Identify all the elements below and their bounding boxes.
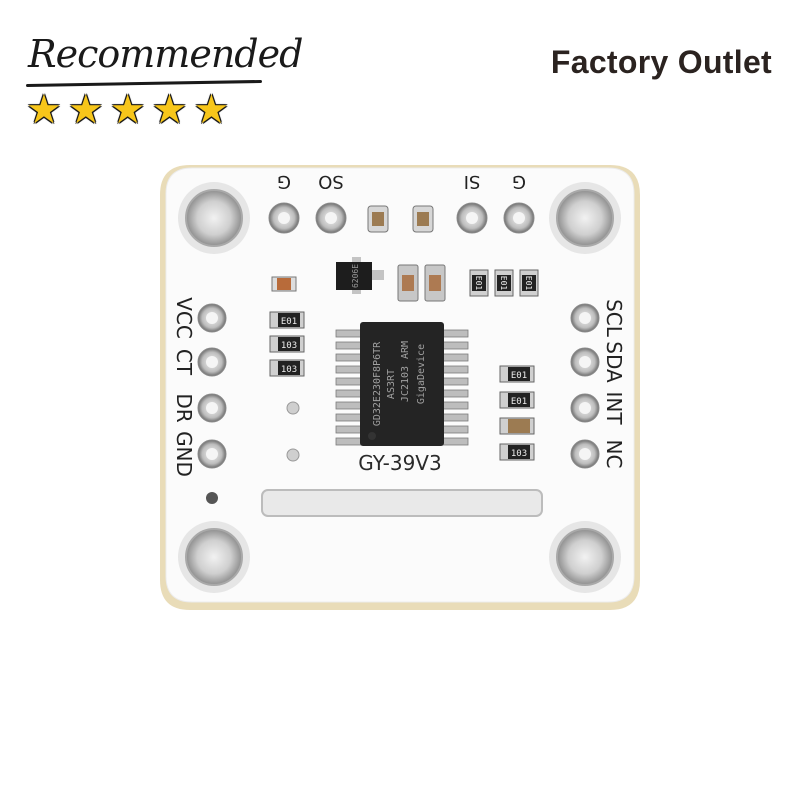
recommended-text: Recommended bbox=[28, 32, 303, 76]
board-model-label: GY-39V3 bbox=[358, 451, 441, 475]
mounting-hole-icon bbox=[178, 521, 250, 593]
pin-label-sda: SDA bbox=[602, 341, 626, 383]
pin-label-g-right: G bbox=[512, 171, 526, 192]
top-pin-pads bbox=[268, 202, 535, 234]
transistor-marking: 6206E bbox=[351, 264, 360, 288]
resistor: E01 bbox=[494, 269, 514, 297]
svg-text:E01: E01 bbox=[499, 276, 508, 291]
pin-label-ct: CT bbox=[172, 349, 196, 376]
svg-text:E01: E01 bbox=[511, 397, 527, 407]
resistor: E01 bbox=[499, 365, 535, 383]
via-holes bbox=[206, 401, 300, 504]
resistor: 103 bbox=[269, 335, 305, 353]
pin-label-nc: NC bbox=[602, 440, 626, 469]
star-icon: ★ bbox=[193, 87, 230, 133]
pin-label-scl: SCL bbox=[602, 299, 626, 338]
resistor: E01 bbox=[519, 269, 539, 297]
pin-label-g-left: G bbox=[277, 171, 291, 192]
chip-marking-brand: GigaDevice bbox=[416, 344, 427, 404]
star-icon: ★ bbox=[67, 87, 104, 133]
star-icon: ★ bbox=[109, 87, 146, 133]
transistor-sot23: 6206E bbox=[336, 257, 384, 294]
pin-label-si: SI bbox=[464, 171, 481, 192]
resistor: 103 bbox=[269, 359, 305, 377]
pin-label-gnd: GND bbox=[172, 431, 196, 477]
svg-text:E01: E01 bbox=[524, 276, 533, 291]
capacitor bbox=[499, 417, 535, 435]
mounting-hole-icon bbox=[549, 182, 621, 254]
chip-marking-1: GD32E230F8P6TR bbox=[372, 341, 383, 426]
svg-text:103: 103 bbox=[511, 449, 527, 459]
metal-strip bbox=[261, 489, 543, 517]
rating-stars: ★ ★ ★ ★ ★ bbox=[26, 90, 229, 130]
svg-text:E01: E01 bbox=[281, 317, 297, 327]
svg-text:103: 103 bbox=[281, 365, 297, 375]
mounting-hole-icon bbox=[549, 521, 621, 593]
capacitor-top bbox=[367, 205, 434, 233]
store-name: Factory Outlet bbox=[550, 44, 772, 80]
recommended-badge: Recommended ★ ★ ★ ★ ★ bbox=[20, 20, 303, 130]
pin-label-vcc: VCC bbox=[172, 297, 196, 339]
svg-text:103: 103 bbox=[281, 341, 297, 351]
microcontroller-chip: GD32E230F8P6TR AS3RT JC2103 ARM GigaDevi… bbox=[335, 322, 469, 446]
resistor: E01 bbox=[269, 311, 305, 329]
resistor: E01 bbox=[469, 269, 489, 297]
star-icon: ★ bbox=[26, 87, 62, 133]
pin-label-int: INT bbox=[602, 391, 626, 425]
pin-label-dr: DR bbox=[172, 393, 196, 422]
capacitor-pair bbox=[397, 264, 446, 302]
left-pin-pads bbox=[197, 303, 227, 469]
resistor: 103 bbox=[499, 443, 535, 461]
mounting-hole-icon bbox=[178, 182, 250, 254]
svg-text:E01: E01 bbox=[474, 276, 483, 291]
star-icon: ★ bbox=[151, 87, 188, 133]
chip-marking-2: AS3RT bbox=[386, 369, 397, 399]
svg-text:E01: E01 bbox=[511, 371, 527, 381]
pin-label-so: SO bbox=[318, 171, 344, 192]
right-pin-pads bbox=[570, 303, 600, 469]
resistor: E01 bbox=[499, 391, 535, 409]
chip-marking-3: JC2103 bbox=[400, 366, 411, 402]
resistor bbox=[271, 276, 297, 292]
chip-marking-arm: ARM bbox=[400, 341, 411, 359]
